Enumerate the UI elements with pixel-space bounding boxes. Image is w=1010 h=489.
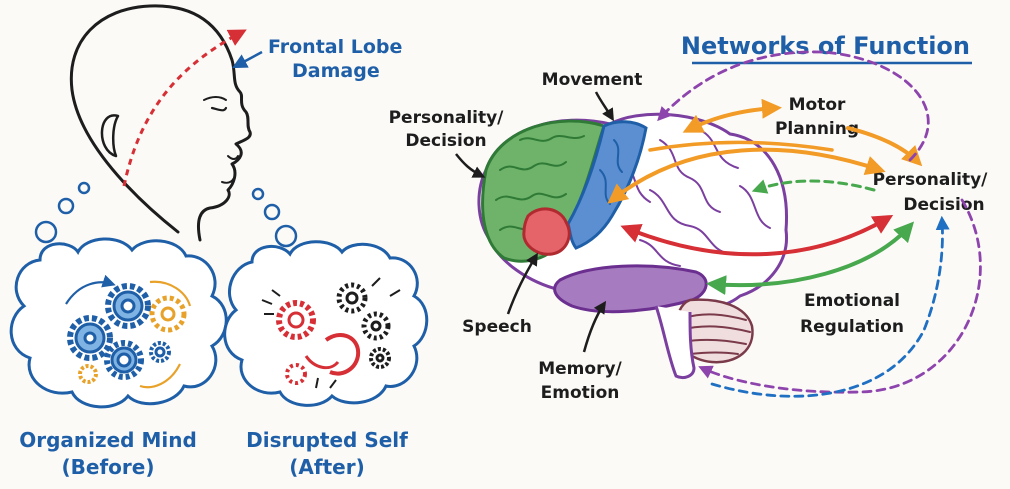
disrupted-gears <box>261 277 401 389</box>
pointer-movement <box>594 91 614 122</box>
label-personality-right-line2: Decision <box>903 195 984 215</box>
thought-trail-left <box>34 181 91 244</box>
label-motor-planning-line1: Motor <box>789 95 846 115</box>
pointer-personality-left <box>455 153 486 178</box>
thought-trail-right <box>251 187 298 248</box>
after-caption-line1: Disrupted Self <box>246 428 408 452</box>
label-personality-left-line1: Personality/ <box>389 108 505 128</box>
head-profile <box>69 4 252 242</box>
brain-stem <box>654 305 696 380</box>
pointer-memory <box>582 300 607 353</box>
label-movement: Movement <box>542 70 643 90</box>
frontal-lobe-label-line2: Damage <box>292 60 380 82</box>
orange-arrow-planning-personality <box>846 126 923 167</box>
label-speech: Speech <box>462 317 532 337</box>
label-emotional-regulation-line2: Regulation <box>800 317 904 337</box>
green-arrow-emotion <box>706 221 915 296</box>
green-dashed-arrow <box>751 179 876 194</box>
before-caption-line1: Organized Mind <box>19 428 197 452</box>
motor-region <box>566 120 648 250</box>
label-motor-planning-line2: Planning <box>775 119 859 139</box>
pointer-speech <box>506 252 538 315</box>
purple-dashed-arrow-bottom <box>698 198 982 394</box>
damage-trajectory-arrow <box>122 29 247 187</box>
orange-arrow-motor-mid <box>648 140 834 152</box>
thought-cloud-after <box>223 240 429 407</box>
orange-arrow-motor-long <box>607 147 886 204</box>
label-memory-line1: Memory/ <box>538 359 622 379</box>
networks-title: Networks of Function <box>681 32 970 60</box>
label-emotional-regulation-line1: Emotional <box>804 291 900 311</box>
frontal-lobe-label-line1: Frontal Lobe <box>268 36 402 58</box>
orange-arrow-motor-top <box>682 98 782 133</box>
after-caption-line2: (After) <box>289 455 364 479</box>
label-personality-right-line1: Personality/ <box>873 170 989 190</box>
frontal-lobe-annotation: Frontal Lobe Damage <box>232 36 402 82</box>
brain-illustration <box>477 112 789 380</box>
network-arrows <box>607 50 982 398</box>
broca-region <box>522 207 571 256</box>
label-personality-left-line2: Decision <box>405 131 486 151</box>
purple-dashed-arrow-top <box>657 50 930 162</box>
label-memory-line2: Emotion <box>541 383 620 403</box>
blue-dashed-arrow <box>710 215 950 398</box>
organized-gears <box>65 274 192 389</box>
before-caption-line2: (Before) <box>62 455 155 479</box>
